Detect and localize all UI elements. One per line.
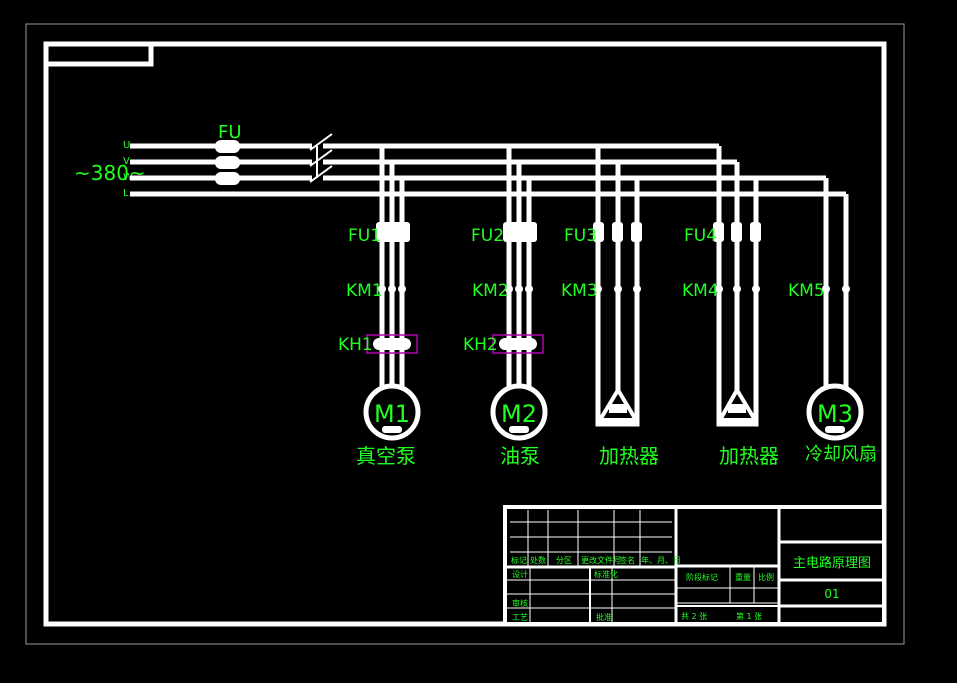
switch-blade-3	[309, 165, 333, 183]
branch-fuses	[376, 222, 761, 242]
phase-label-l: L	[123, 188, 129, 199]
fu3-body-3	[631, 222, 642, 242]
svg-text:第 1 张: 第 1 张	[736, 611, 762, 621]
svg-text:标记: 标记	[511, 555, 527, 565]
switch-blade-2	[309, 149, 333, 167]
signature-labels: 设计 审核 工艺 标准化 批准	[512, 569, 618, 622]
contactor-label-km2: KM2	[472, 281, 509, 301]
heater-1-symbol	[596, 386, 640, 422]
relay-label-kh2: KH2	[463, 335, 498, 355]
stage-labels: 阶段标记 重量 比例 共 2 张 第 1 张	[681, 572, 774, 621]
fu3-body-1	[593, 222, 604, 242]
fu3-body-2	[612, 222, 623, 242]
branch-labels: FU1 FU2 FU3 FU4 KM1 KM2 KM3 KM4 KM5 KH1 …	[338, 226, 825, 355]
svg-text:共 2 张: 共 2 张	[681, 612, 707, 621]
corner-box	[43, 41, 154, 67]
fu4-body-2	[731, 222, 742, 242]
contactor-label-km1: KM1	[346, 281, 383, 301]
svg-text:重量: 重量	[735, 572, 751, 582]
title-block: 标记 处数 分区 更改文件号 签名 年、月、日 设计 审核 工艺 标准化 批准 …	[503, 505, 886, 626]
main-switch-symbol	[309, 133, 333, 183]
drawing-title: 主电路原理图	[793, 555, 871, 571]
fu4-body-1	[713, 222, 724, 242]
phase-label-w: W	[123, 172, 133, 183]
svg-text:分区: 分区	[556, 556, 572, 565]
fuse-label-fu2: FU2	[471, 226, 504, 246]
svg-text:审核: 审核	[512, 598, 528, 608]
svg-text:阶段标记: 阶段标记	[686, 572, 718, 582]
kh1-box	[366, 334, 418, 354]
motor-m1: M1	[363, 383, 421, 441]
fu1-body	[376, 222, 410, 242]
svg-text:批准: 批准	[596, 612, 612, 622]
main-fuse-symbol	[215, 140, 240, 185]
kh2-element	[499, 338, 537, 350]
motor-m2: M2	[490, 383, 548, 441]
supply-voltage-label: ~380~	[74, 161, 146, 185]
fuse-label-fu1: FU1	[348, 226, 381, 246]
kh1-element	[373, 338, 411, 350]
fuse-label-fu3: FU3	[564, 226, 597, 246]
inner-frame	[43, 41, 887, 627]
phase-label-u: U	[123, 140, 130, 151]
load-name-vacuum-pump: 真空泵	[356, 444, 416, 468]
svg-text:工艺: 工艺	[512, 613, 528, 622]
main-fuse-w	[215, 172, 240, 185]
motor-m3: M3	[806, 383, 864, 441]
main-fuse-u	[215, 140, 240, 153]
contactor-label-km5: KM5	[788, 281, 825, 301]
svg-text:标准化: 标准化	[594, 569, 618, 579]
b3-wire	[595, 146, 640, 427]
load-name-heater-1: 加热器	[599, 444, 659, 468]
fu2-body	[503, 222, 537, 242]
contactor-label-km4: KM4	[682, 281, 719, 301]
svg-text:设计: 设计	[512, 569, 528, 579]
heater-2-symbol	[716, 386, 759, 422]
svg-text:签名: 签名	[619, 555, 635, 565]
motor-m3-symbol: M3	[817, 400, 853, 428]
load-name-oil-pump: 油泵	[500, 444, 540, 468]
switch-blade-1	[309, 133, 333, 151]
motor-m2-symbol: M2	[501, 400, 537, 428]
revision-headers: 标记 处数 分区 更改文件号 签名 年、月、日	[511, 555, 681, 565]
svg-text:处数: 处数	[530, 555, 546, 565]
phase-label-v: V	[123, 156, 130, 167]
svg-text:比例: 比例	[758, 572, 774, 582]
drawing-number: 01	[824, 587, 839, 601]
load-names: 真空泵 油泵 加热器 加热器 冷却风扇	[356, 444, 877, 468]
motor-m1-symbol: M1	[374, 400, 410, 428]
revision-grid	[510, 510, 672, 566]
outer-border	[25, 23, 905, 645]
main-fuse-v	[215, 156, 240, 169]
contactor-contacts	[378, 285, 850, 293]
branch-wiring	[379, 146, 849, 427]
load-name-cooling-fan: 冷却风扇	[805, 444, 877, 465]
thermal-relays	[366, 334, 544, 354]
main-fuse-label: FU	[218, 122, 242, 143]
contactor-label-km3: KM3	[561, 281, 598, 301]
load-name-heater-2: 加热器	[719, 444, 779, 468]
b4-wire	[716, 146, 759, 427]
kh2-box	[492, 334, 544, 354]
relay-label-kh1: KH1	[338, 335, 373, 355]
fuse-label-fu4: FU4	[684, 226, 717, 246]
svg-text:年、月、日: 年、月、日	[641, 555, 681, 565]
svg-text:更改文件号: 更改文件号	[581, 555, 621, 565]
fu4-body-3	[750, 222, 761, 242]
